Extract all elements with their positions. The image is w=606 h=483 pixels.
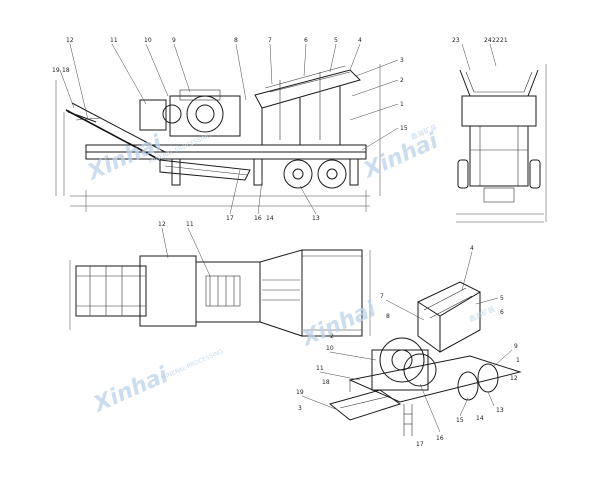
- svg-text:Xinhai: Xinhai: [296, 297, 380, 353]
- svg-text:鑫海矿装: 鑫海矿装: [467, 304, 496, 324]
- callout-iso-19: 1: [516, 357, 520, 364]
- callout-end-3: 22: [492, 37, 500, 44]
- callout-side-13: 19: [52, 67, 60, 74]
- callout-side-2: 11: [110, 37, 118, 44]
- isometric-view: 4 5 6 7 8 9 10 11 12 13 14 15 16 17 18 1…: [296, 245, 522, 448]
- watermark-logo-3: Xinhai MINERAL PROCESSING: [88, 348, 224, 418]
- callout-side-6: 7: [268, 37, 272, 44]
- callout-side-11: 2: [400, 77, 404, 84]
- callout-plan-2: 11: [186, 221, 194, 228]
- callout-side-9: 4: [358, 37, 362, 44]
- watermark-logo-4: Xinhai 鑫海矿装: [296, 297, 496, 353]
- callout-end-1: 23: [452, 37, 460, 44]
- callout-iso-5: 8: [386, 313, 390, 320]
- side-elevation-view: 12 11 10 9 8 7 6 5 4 3 2 1 19 18 17 16 1…: [52, 37, 408, 222]
- callout-iso-6: 9: [514, 343, 518, 350]
- callout-side-16: 16: [254, 215, 262, 222]
- callout-side-18: 13: [312, 215, 320, 222]
- plan-view: 12 11: [69, 221, 371, 337]
- callout-iso-11: 14: [476, 415, 484, 422]
- callout-side-1: 12: [66, 37, 74, 44]
- callout-side-8: 5: [334, 37, 338, 44]
- callout-iso-13: 16: [436, 435, 444, 442]
- callout-side-19: 15: [400, 125, 408, 132]
- end-view: 23 24 22 21: [452, 37, 547, 223]
- callout-side-15: 17: [226, 215, 234, 222]
- svg-text:Xinhai: Xinhai: [358, 129, 442, 185]
- callout-side-7: 6: [304, 37, 308, 44]
- callout-iso-17: 3: [298, 405, 302, 412]
- callout-side-12: 1: [400, 101, 404, 108]
- callout-side-5: 8: [234, 37, 238, 44]
- callout-iso-16: 19: [296, 389, 304, 396]
- callout-side-10: 3: [400, 57, 404, 64]
- callout-iso-14: 17: [416, 441, 424, 448]
- callout-iso-8: 11: [316, 365, 324, 372]
- watermark-logo-1: Xinhai MINERAL PROCESSING: [82, 131, 212, 187]
- callout-end-2: 24: [484, 37, 492, 44]
- callout-iso-7: 10: [326, 345, 334, 352]
- callout-end-4: 21: [500, 37, 508, 44]
- callout-plan-1: 12: [158, 221, 166, 228]
- svg-text:Xinhai: Xinhai: [88, 363, 172, 419]
- callout-iso-9: 12: [510, 375, 518, 382]
- callout-iso-4: 7: [380, 293, 384, 300]
- callout-side-3: 10: [144, 37, 152, 44]
- callout-iso-12: 15: [456, 417, 464, 424]
- callout-iso-18: 2: [330, 333, 334, 340]
- callout-iso-1: 4: [470, 245, 474, 252]
- svg-text:MINERAL PROCESSING: MINERAL PROCESSING: [160, 348, 225, 382]
- callout-iso-3: 6: [500, 309, 504, 316]
- callout-side-14: 18: [62, 67, 70, 74]
- callout-iso-10: 13: [496, 407, 504, 414]
- callout-side-4: 9: [172, 37, 176, 44]
- callout-side-17: 14: [266, 215, 274, 222]
- callout-iso-15: 18: [322, 379, 330, 386]
- callout-iso-2: 5: [500, 295, 504, 302]
